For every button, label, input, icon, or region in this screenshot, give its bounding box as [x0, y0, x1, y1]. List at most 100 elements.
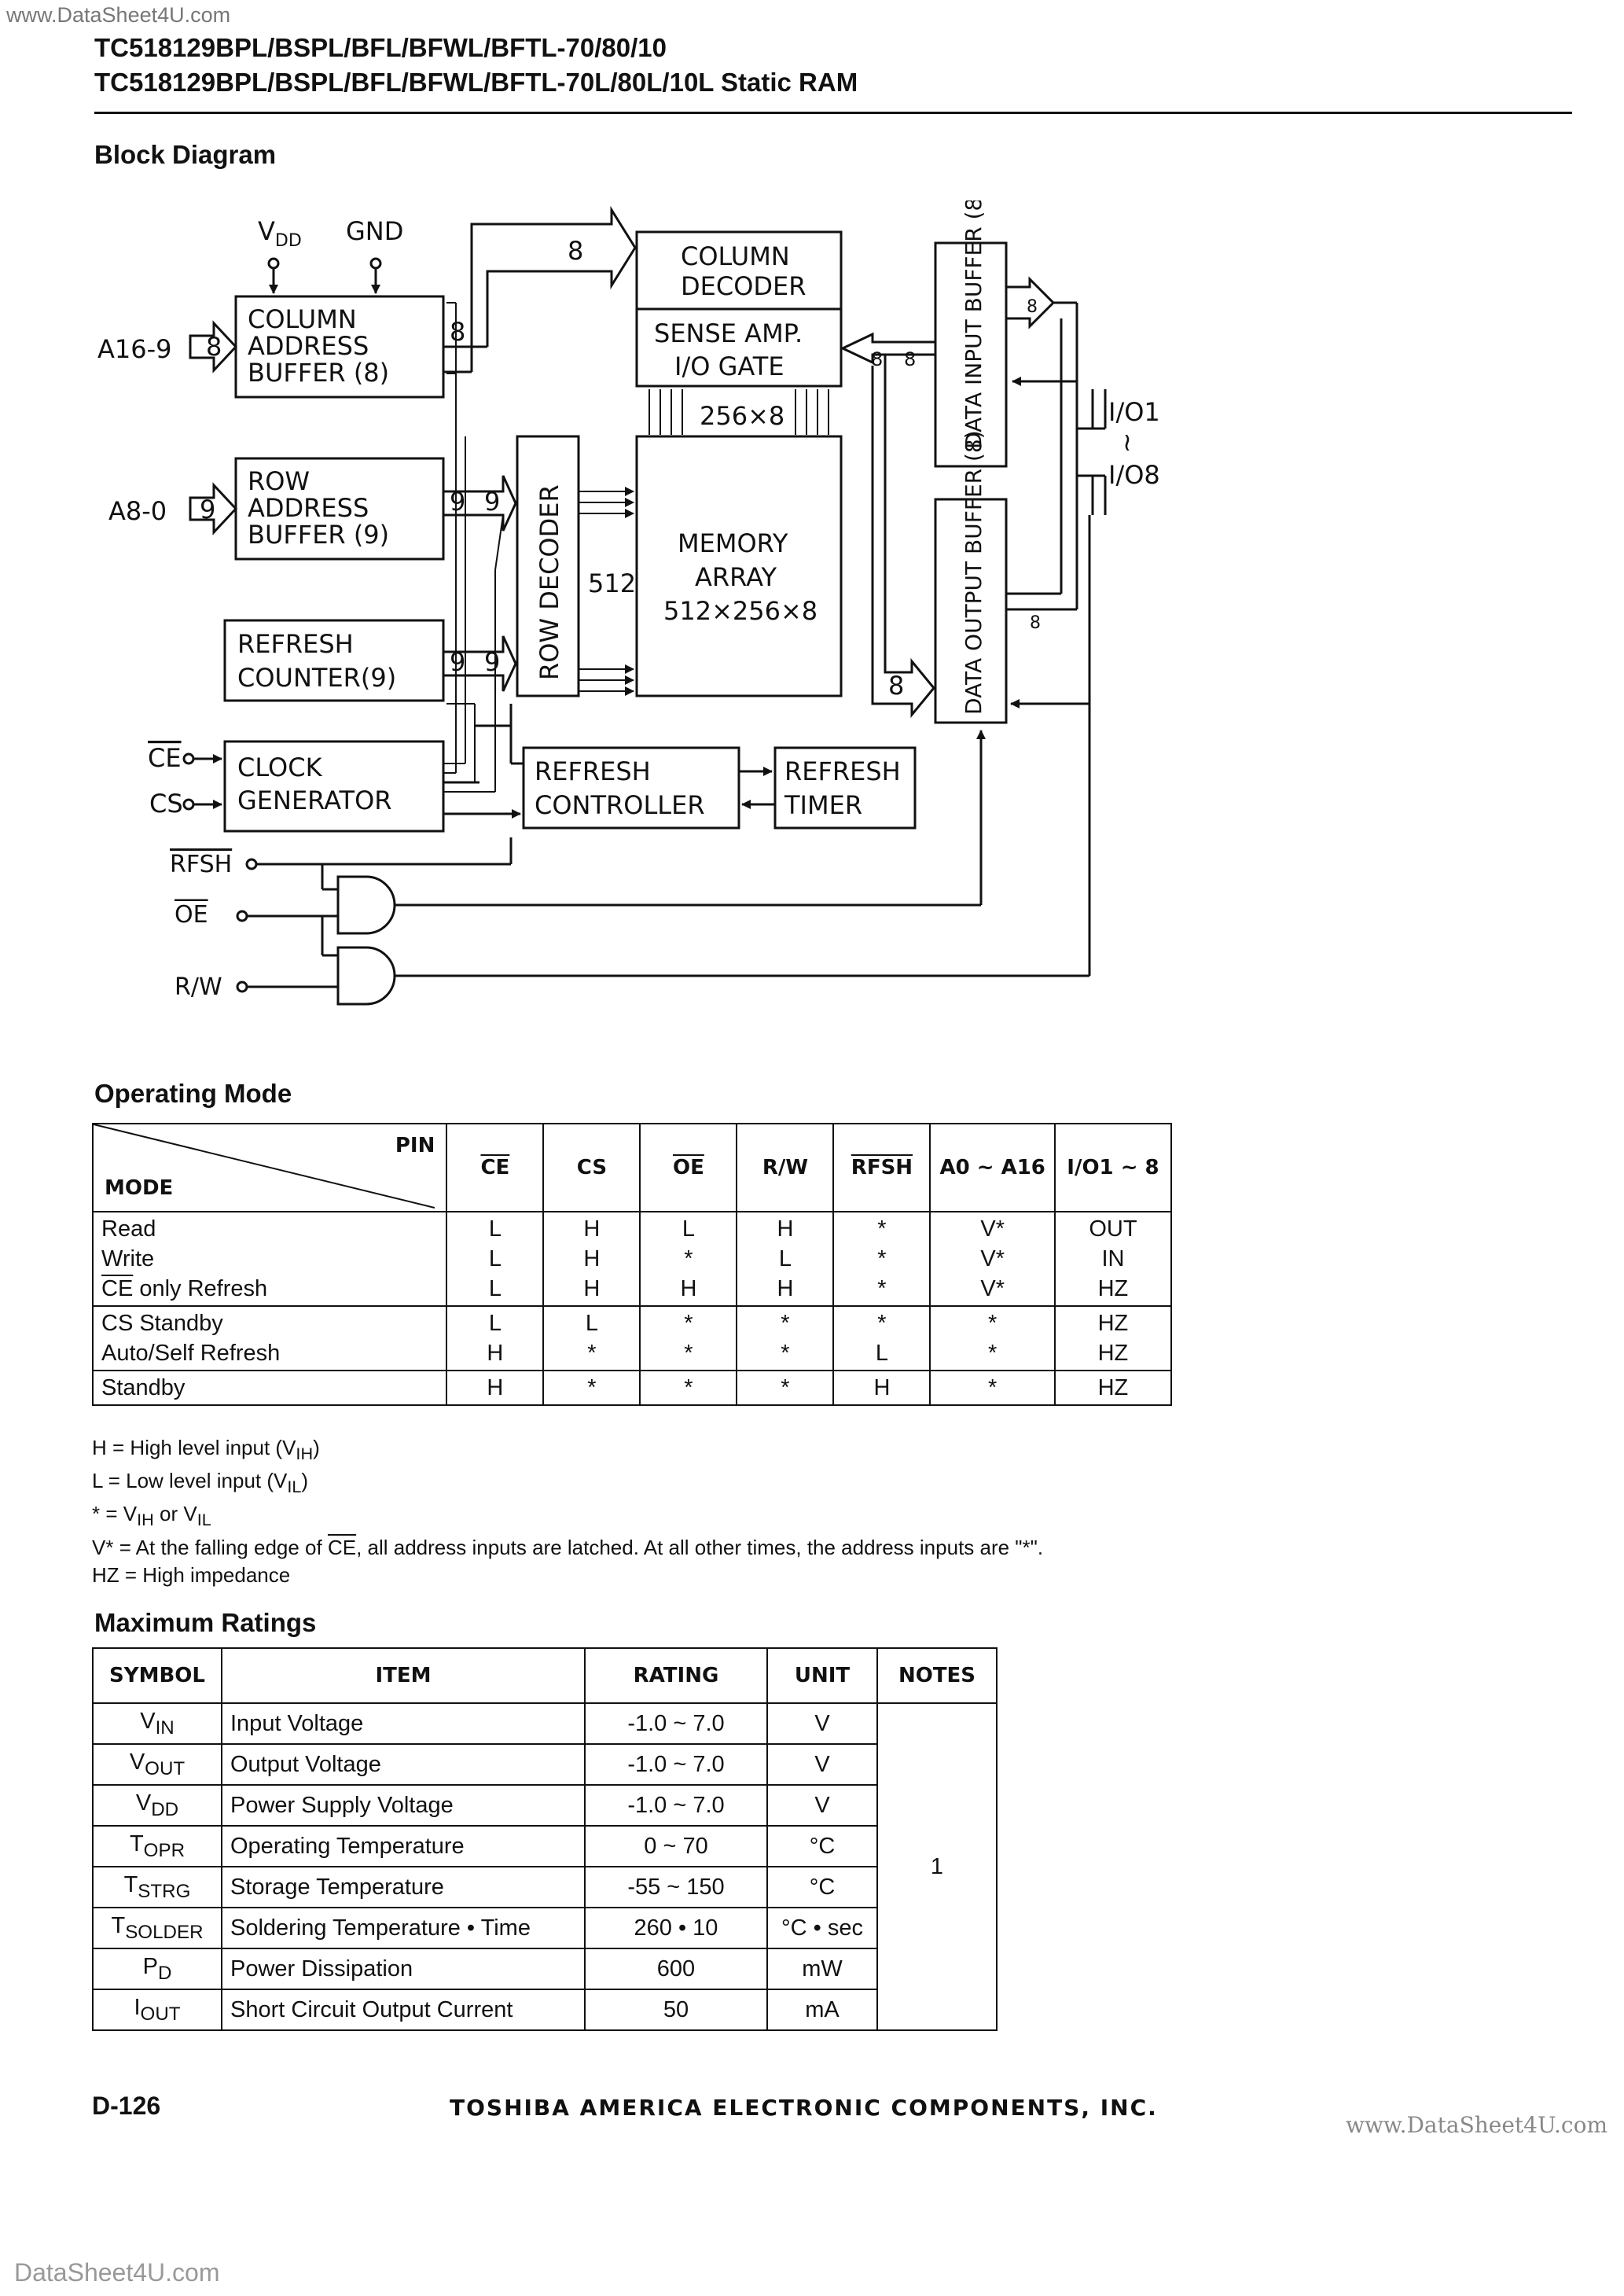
- refresh-counter: [223, 619, 445, 702]
- symbol-cell: TSOLDER: [92, 1907, 222, 1949]
- row-buf-bus-width: 9: [450, 487, 465, 517]
- rating-cell: 600: [584, 1948, 768, 1990]
- item-cell: Input Voltage: [221, 1702, 586, 1745]
- col-address: A0 ~ A16: [929, 1123, 1056, 1212]
- rating-cell: -55 ~ 150: [584, 1866, 768, 1908]
- memory-array-text-2: ARRAY: [695, 562, 777, 592]
- table-row: IOUT Short Circuit Output Current 50 mA: [92, 1989, 997, 2031]
- item-cell: Short Circuit Output Current: [221, 1989, 586, 2031]
- operating-mode-heading: Operating Mode: [94, 1079, 292, 1108]
- a16-9-bus-arrow: [189, 320, 238, 373]
- col-symbol: SYMBOL: [92, 1647, 222, 1704]
- data-input-buffer-text: DATA INPUT BUFFER (8): [961, 201, 987, 449]
- unit-cell: °C: [766, 1825, 878, 1867]
- symbol-cell: TSTRG: [92, 1866, 222, 1908]
- item-cell: Output Voltage: [221, 1743, 586, 1786]
- table-row: VOUT Output Voltage -1.0 ~ 7.0 V: [92, 1743, 997, 1786]
- pin-header-label: PIN: [395, 1134, 435, 1157]
- table-row: TSOLDER Soldering Temperature • Time 260…: [92, 1907, 997, 1949]
- cs-pin: [182, 798, 195, 811]
- col-unit: UNIT: [766, 1647, 878, 1704]
- row-buf-text-2: ADDRESS: [248, 493, 369, 523]
- refresh-controller-text-2: CONTROLLER: [535, 790, 705, 820]
- rfsh-values-group-2: *L: [832, 1305, 931, 1371]
- sense-input-bus-width-2: 8: [904, 348, 916, 370]
- rating-cell: 260 • 10: [584, 1907, 768, 1949]
- col-io: I/O1 ~ 8: [1053, 1123, 1173, 1212]
- page-number: D-126: [92, 2092, 161, 2120]
- a8-0-bus-width: 9: [200, 495, 215, 524]
- bus-512-label: 512: [588, 568, 636, 598]
- mode-cell-group-1: Read Write CE only Refresh: [91, 1211, 448, 1307]
- col-ce: CE: [446, 1123, 545, 1212]
- rfsh-values-group-3: H: [832, 1370, 931, 1406]
- sense-amp-text-2: I/O GATE: [674, 351, 784, 381]
- col-dec-text-1: COLUMN: [681, 241, 790, 271]
- rw-pin: [236, 981, 248, 993]
- block-diagram: VDD GND COLUMN ADDRESS BUFFER (8) A16-9 …: [97, 201, 1160, 1006]
- header-title-line2: TC518129BPL/BSPL/BFL/BFWL/BFTL-70L/80L/1…: [94, 68, 858, 97]
- ce-label: CE: [148, 743, 182, 773]
- mode-pin-header: PIN MODE: [91, 1123, 448, 1212]
- watermark-right: www.DataSheet4U.com: [1346, 2112, 1608, 2138]
- sense-amp-text-1: SENSE AMP.: [654, 318, 803, 348]
- rfsh-label: RFSH: [170, 851, 232, 878]
- addr-values-group-1: V*V*V*: [929, 1211, 1056, 1307]
- output-bus-width: 8: [888, 671, 904, 701]
- cs-values-group-2: L*: [542, 1305, 641, 1371]
- mode-cell-group-3: Standby: [91, 1370, 448, 1406]
- row-decoder-text: ROW DECODER: [535, 484, 564, 680]
- a8-0-label: A8-0: [108, 496, 167, 526]
- col-buf-text-1: COLUMN: [248, 304, 357, 334]
- io-output-bus-width: 8: [1030, 613, 1041, 633]
- watermark-bottom: DataSheet4U.com: [14, 2258, 220, 2287]
- table-row: TSTRG Storage Temperature -55 ~ 150 °C: [92, 1866, 997, 1908]
- oe-label: OE: [175, 901, 208, 929]
- a16-9-label: A16-9: [97, 334, 172, 364]
- maximum-ratings-heading: Maximum Ratings: [94, 1608, 317, 1637]
- company-name: TOSHIBA AMERICA ELECTRONIC COMPONENTS, I…: [450, 2095, 1158, 2121]
- col-item: ITEM: [221, 1647, 586, 1704]
- row-buf-text-3: BUFFER (9): [248, 520, 389, 550]
- refresh-timer-text-2: TIMER: [784, 790, 862, 820]
- operating-mode-notes: H = High level input (VIH) L = Low level…: [92, 1434, 1043, 1589]
- note-v-star: V* = At the falling edge of CE, all addr…: [92, 1535, 1044, 1559]
- memory-array-text-3: 512×256×8: [663, 596, 818, 626]
- row-decoder: [516, 435, 580, 697]
- oe-values-group-2: **: [639, 1305, 738, 1371]
- col-oe: OE: [639, 1123, 738, 1212]
- oe-values-group-3: *: [639, 1370, 738, 1406]
- a16-9-bus-width: 8: [206, 332, 222, 362]
- item-cell: Storage Temperature: [221, 1866, 586, 1908]
- unit-cell: mA: [766, 1989, 878, 2031]
- cs-values-group-3: *: [542, 1370, 641, 1406]
- memory-array-text-1: MEMORY: [678, 528, 788, 558]
- symbol-cell: VDD: [92, 1784, 222, 1827]
- table-row: VIN Input Voltage -1.0 ~ 7.0 V 1: [92, 1702, 998, 2031]
- refresh-bus-width-2: 9: [484, 647, 500, 677]
- refresh-timer-text-1: REFRESH: [784, 756, 901, 786]
- header-diagonal: [94, 1124, 435, 1209]
- sense-input-bus: [840, 332, 937, 365]
- unit-cell: V: [766, 1743, 878, 1786]
- table-row: PD Power Dissipation 600 mW: [92, 1948, 997, 1990]
- refresh-counter-text-1: REFRESH: [237, 629, 354, 659]
- operating-mode-table: PIN MODE CE CS OE R/W RFSH A0 ~ A16 I/O1…: [91, 1123, 1173, 1406]
- unit-cell: °C • sec: [766, 1907, 878, 1949]
- operating-mode-header-row: PIN MODE CE CS OE R/W RFSH A0 ~ A16 I/O1…: [91, 1123, 1173, 1212]
- rw-values-group-3: *: [736, 1370, 835, 1406]
- refresh-controller: [522, 746, 740, 830]
- sense-input-bus-width: 8: [871, 348, 883, 370]
- sense-amp-to-array-bus: [648, 389, 829, 435]
- col-buf-out-width: 8: [450, 317, 465, 347]
- item-cell: Operating Temperature: [221, 1825, 586, 1867]
- oe-pin: [236, 910, 248, 922]
- watermark-top: www.DataSheet4U.com: [6, 3, 231, 27]
